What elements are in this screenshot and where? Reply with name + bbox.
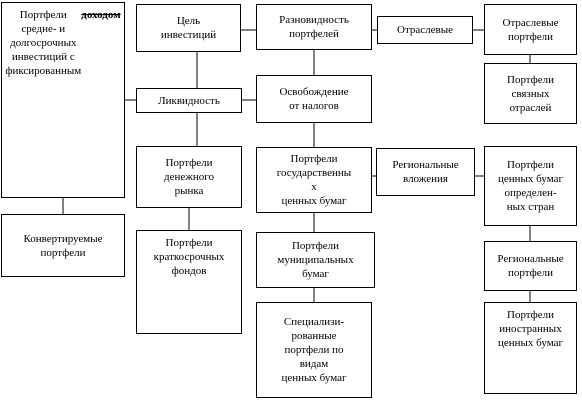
- box-convertible-portfolios: Конвертируемые портфели: [1, 214, 125, 277]
- box-related-industries-portfolios: Портфели связных отраслей: [484, 63, 577, 124]
- box-regional-investments: Региональные вложения: [376, 148, 475, 196]
- box-municipal-bonds-portfolios: Портфели муниципальных бумаг: [256, 232, 375, 288]
- box-fixed-income-text: Портфели средне- и долгосрочных инвестиц…: [5, 9, 82, 77]
- box-short-term-fund-portfolios: Портфели краткосрочных фондов: [136, 230, 242, 334]
- box-government-securities-portfolios: Портфели государственны х ценных бумаг: [256, 147, 372, 213]
- box-portfolio-types: Разновидность портфелей: [256, 4, 372, 50]
- box-investment-goal: Цель инвестиций: [136, 4, 241, 52]
- box-regional-portfolios: Региональные портфели: [484, 241, 577, 291]
- box-sectoral-portfolios: Отраслевые портфели: [484, 4, 577, 55]
- box-country-securities-portfolios: Портфели ценных бумаг определен- ных стр…: [484, 146, 577, 226]
- box-tax-exemption: Освобождение от налогов: [256, 75, 372, 123]
- box-liquidity: Ликвидность: [136, 88, 242, 113]
- box-specialized-portfolios: Специализи- рованные портфели по видам ц…: [256, 302, 372, 398]
- box-foreign-securities-portfolios: Портфели иностранных ценных бумаг: [484, 302, 577, 394]
- box-money-market-portfolios: Портфели денежного рынка: [136, 146, 242, 208]
- box-fixed-income-portfolios: Портфели средне- и долгосрочных инвестиц…: [1, 2, 125, 198]
- box-sectoral: Отраслевые: [377, 16, 473, 44]
- box-fixed-income-tail: доходом: [81, 9, 121, 21]
